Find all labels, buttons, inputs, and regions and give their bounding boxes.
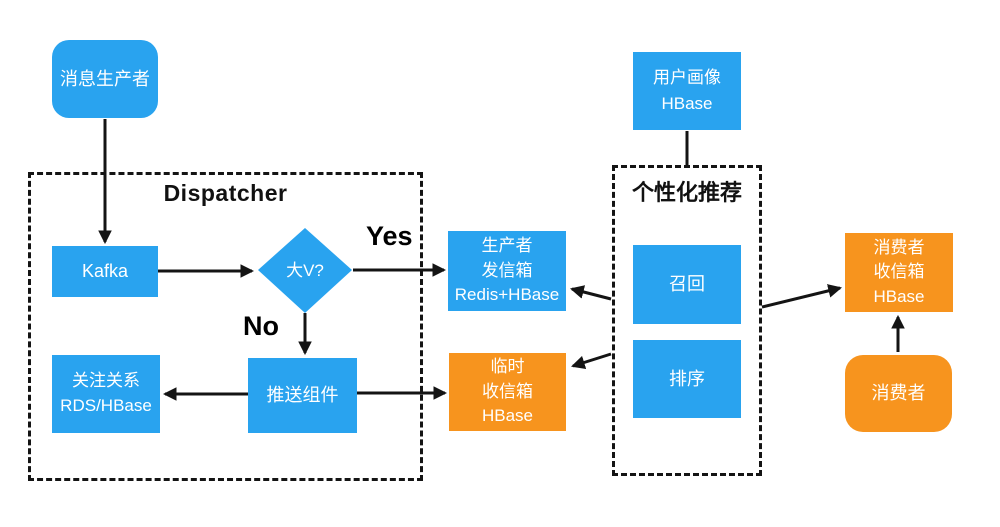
node-consumer-inbox: 消费者 收信箱 HBase [845, 233, 953, 312]
node-producer-outbox: 生产者 发信箱 Redis+HBase [448, 231, 566, 311]
edge-personalization-to-producer-outbox [569, 285, 612, 301]
node-temp-inbox: 临时 收信箱 HBase [449, 353, 566, 431]
personalization-group: 个性化推荐 [612, 165, 762, 476]
edge-label-no: No [243, 311, 279, 341]
node-message-producer: 消息生产者 [52, 40, 158, 118]
edge-personalization-to-consumer-inbox [761, 284, 843, 309]
node-consumer: 消费者 [845, 355, 952, 432]
edge-label-yes: Yes [366, 221, 413, 251]
decision-diamond-label: 大V? [286, 260, 324, 280]
edge-personalization-to-temp-inbox [571, 352, 612, 370]
node-user-profile: 用户画像 HBase [633, 52, 741, 130]
node-push-component: 推送组件 [248, 358, 357, 433]
node-recall: 召回 [633, 245, 741, 324]
node-follow-relation: 关注关系 RDS/HBase [52, 355, 160, 433]
dispatcher-group-title: Dispatcher [163, 180, 288, 206]
dispatcher-group: Dispatcher [28, 172, 423, 481]
node-rank: 排序 [633, 340, 741, 418]
node-kafka: Kafka [52, 246, 158, 297]
decision-diamond [258, 228, 352, 313]
personalization-group-title: 个性化推荐 [631, 180, 742, 205]
